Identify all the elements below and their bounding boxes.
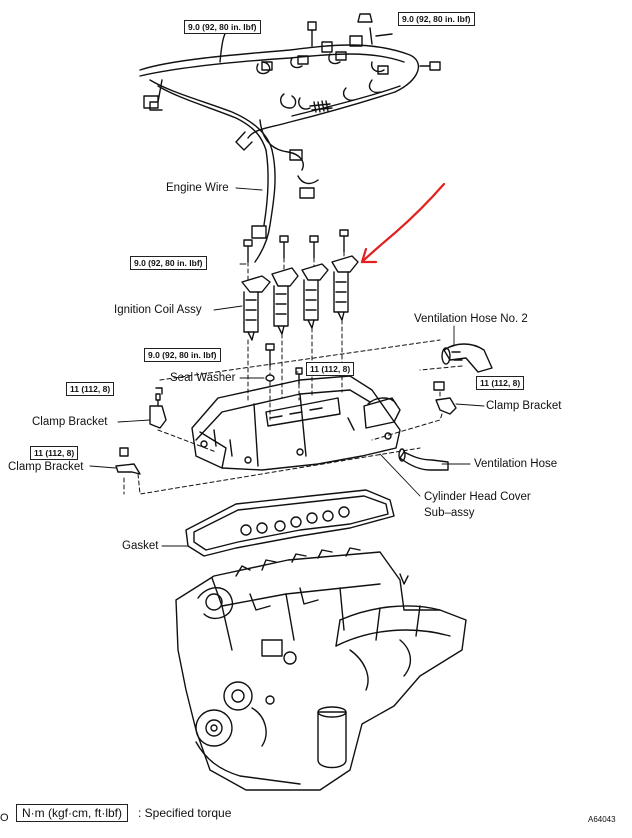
label-clamp-bracket-left-upper: Clamp Bracket xyxy=(32,416,108,428)
ignition-coils xyxy=(241,229,359,341)
engine-block xyxy=(175,547,467,791)
torque-coil-bolt: 9.0 (92, 80 in. lbf) xyxy=(130,256,207,270)
label-ventilation-hose: Ventilation Hose xyxy=(474,458,558,470)
engine-wire-harness xyxy=(139,25,420,263)
label-cylinder-head-cover: Cylinder Head Cover xyxy=(424,491,531,503)
torque-clamp-left-lower: 11 (112, 8) xyxy=(30,446,79,460)
gasket xyxy=(185,489,395,557)
edge-mark: O xyxy=(0,812,9,824)
torque-clamp-right: 11 (112, 8) xyxy=(476,376,525,390)
label-seal-washer: Seal Washer xyxy=(170,372,236,384)
label-cylinder-head-cover-sub: Sub–assy xyxy=(424,507,475,519)
leader-lines xyxy=(89,187,485,547)
harness-connectors xyxy=(256,51,389,113)
label-clamp-bracket-left-lower: Clamp Bracket xyxy=(8,461,84,473)
figure-id: A64043 xyxy=(588,815,616,824)
cylinder-head-cover xyxy=(191,375,401,471)
label-ventilation-hose-2: Ventilation Hose No. 2 xyxy=(414,313,528,325)
harness-bolts xyxy=(307,13,441,71)
torque-clamp-left-upper: 11 (112, 8) xyxy=(66,382,115,396)
ventilation-hose-2 xyxy=(441,343,493,373)
torque-cover-nut: 11 (112, 8) xyxy=(306,362,355,376)
torque-seal-washer: 9.0 (92, 80 in. lbf) xyxy=(144,348,221,362)
label-gasket: Gasket xyxy=(122,540,159,552)
legend-description: : Specified torque xyxy=(138,806,232,820)
label-engine-wire: Engine Wire xyxy=(166,182,229,194)
label-ignition-coil: Ignition Coil Assy xyxy=(114,304,202,316)
red-annotation-arrow xyxy=(360,182,446,264)
legend-unit-box: N·m (kgf·cm, ft·lbf) xyxy=(16,804,128,822)
ventilation-hose xyxy=(398,448,449,471)
torque-wire-bolt-right: 9.0 (92, 80 in. lbf) xyxy=(398,12,475,26)
assembly-guide-lines xyxy=(123,251,463,495)
torque-wire-bolt-left: 9.0 (92, 80 in. lbf) xyxy=(184,20,261,34)
clamp-brackets xyxy=(115,381,457,475)
label-clamp-bracket-right: Clamp Bracket xyxy=(486,400,562,412)
